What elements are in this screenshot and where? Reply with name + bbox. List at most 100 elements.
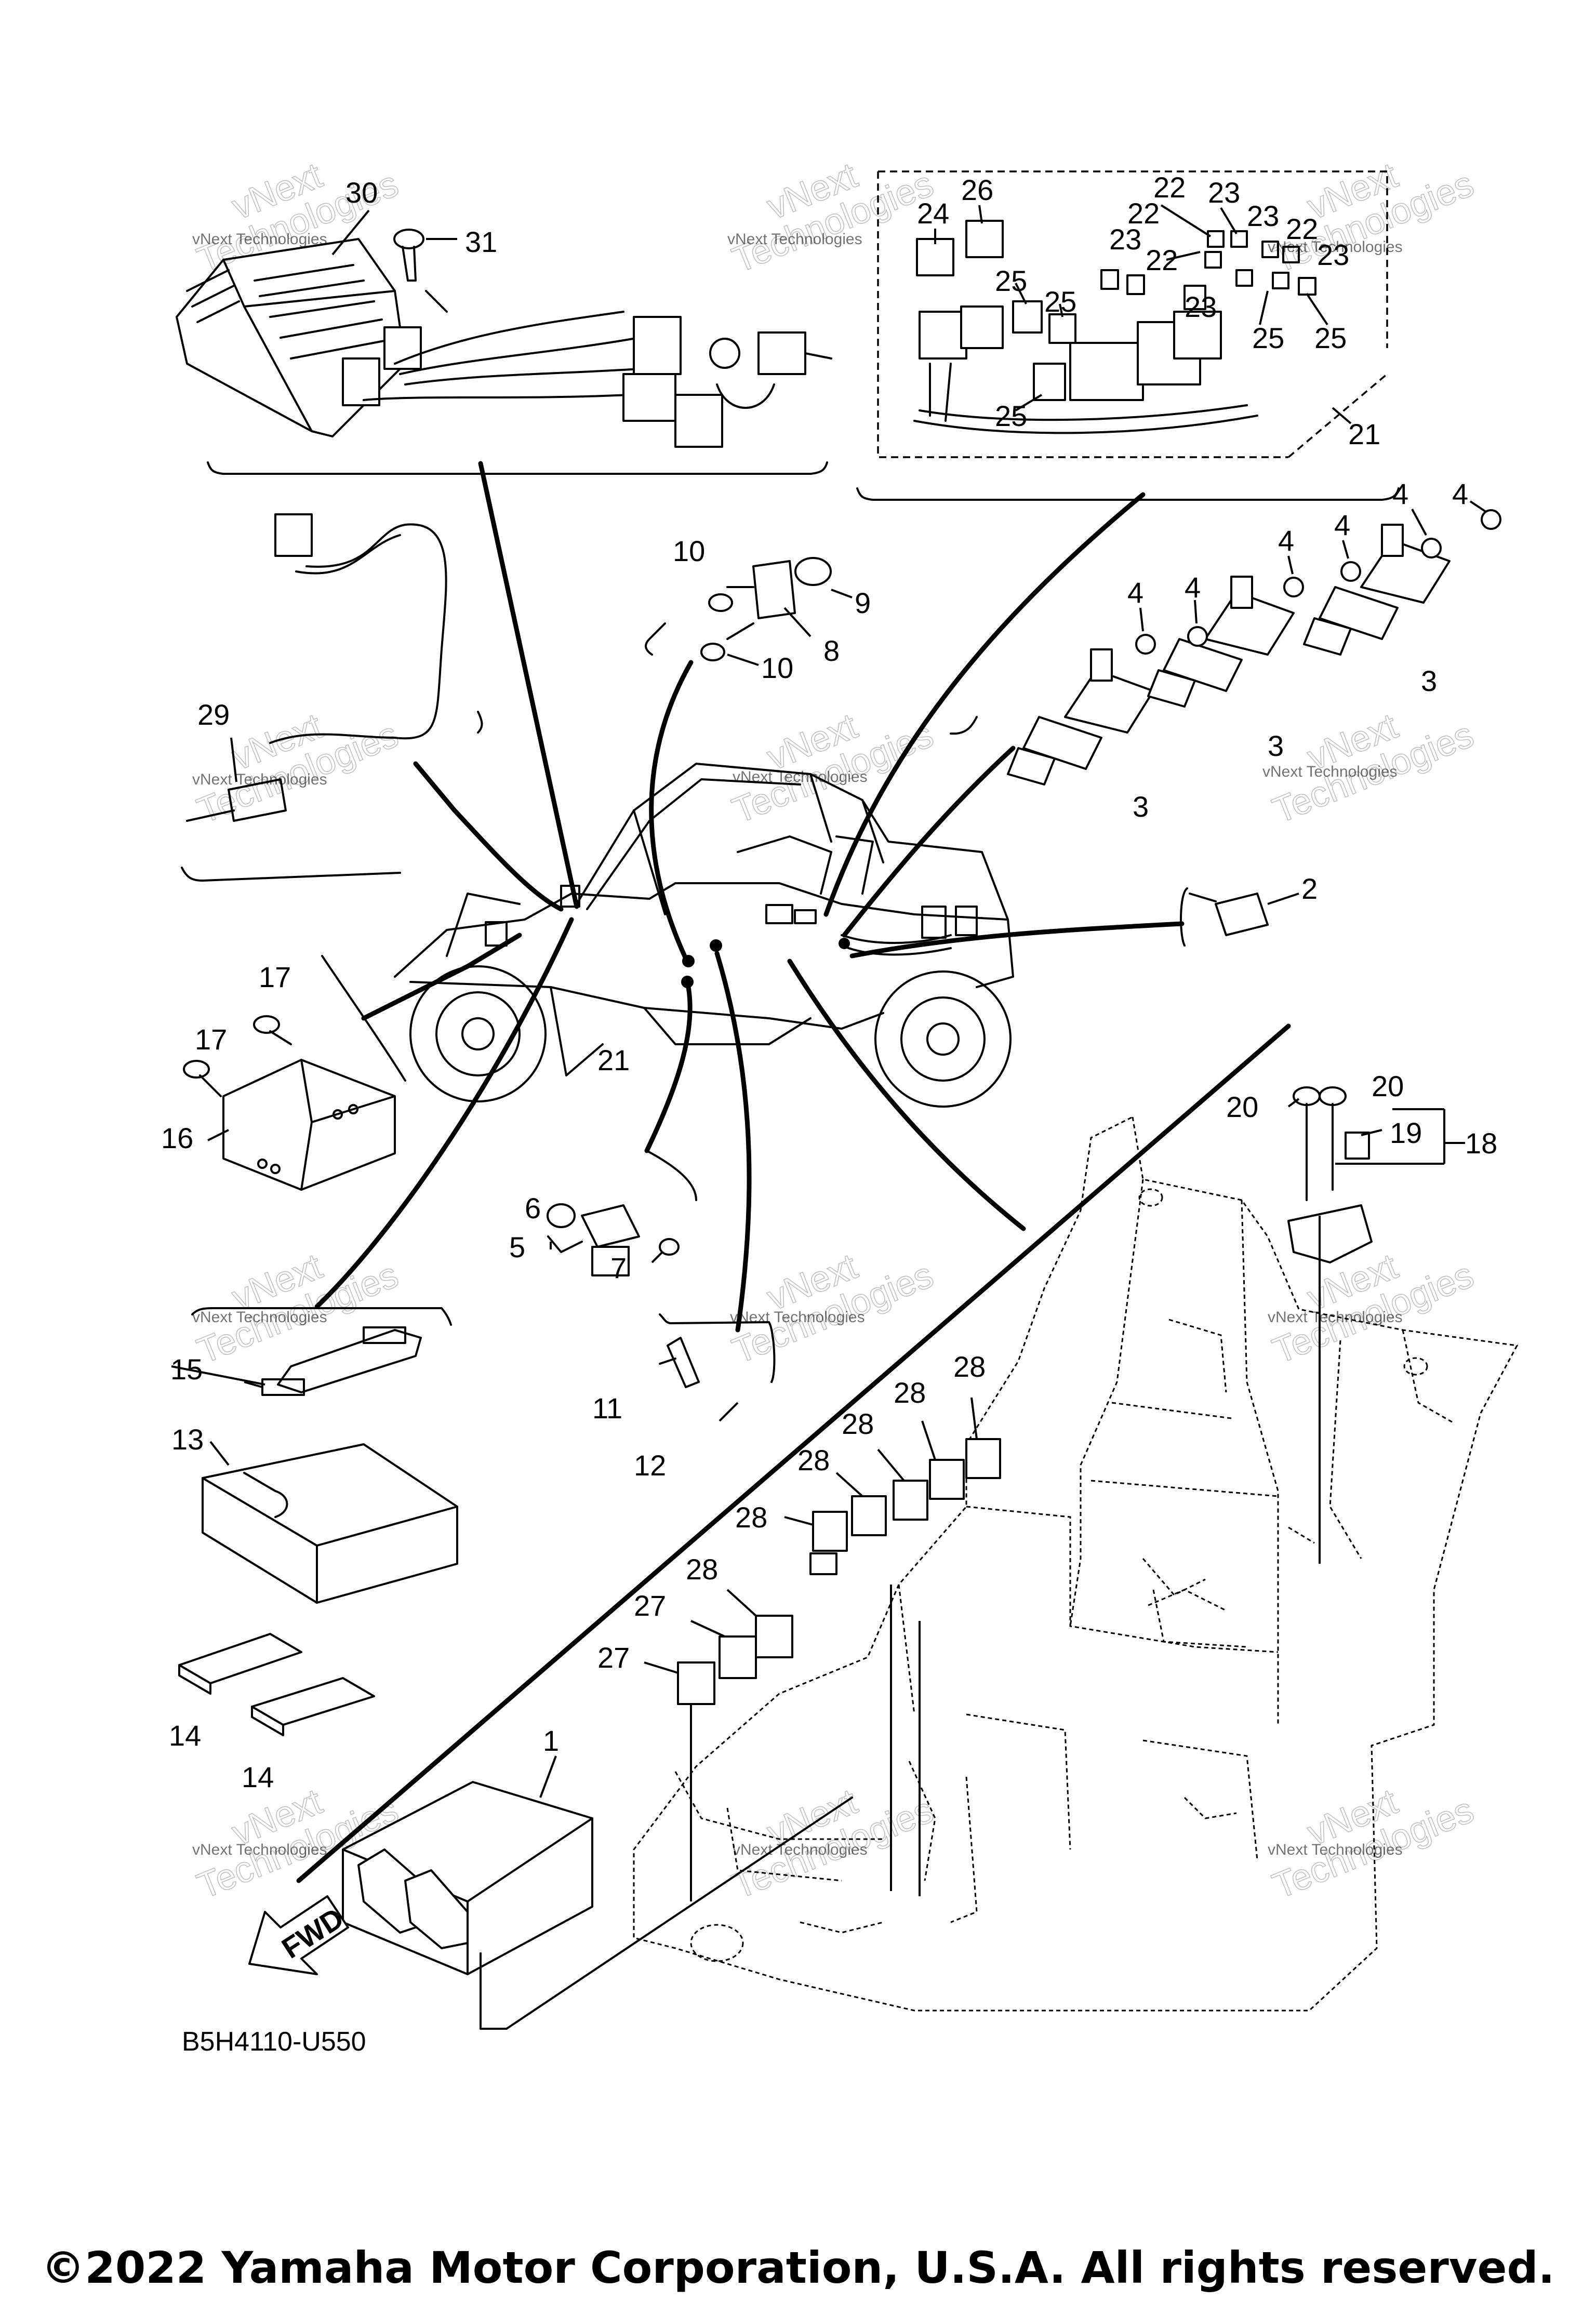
svg-text:vNext Technologies: vNext Technologies [1268, 238, 1403, 256]
callout-17: 17 [259, 961, 291, 993]
sensor-5 [547, 1150, 697, 1276]
callout-27: 27 [597, 1641, 630, 1674]
callout-10: 10 [673, 535, 705, 567]
callout-30: 30 [345, 176, 378, 209]
svg-text:vNext Technologies: vNext Technologies [1268, 1841, 1403, 1858]
callout-28: 28 [735, 1501, 767, 1534]
callout-4: 4 [1452, 477, 1468, 510]
callout-21: 21 [1348, 418, 1380, 450]
callout-13: 13 [171, 1423, 204, 1456]
callout-10: 10 [761, 651, 793, 684]
svg-text:vNext Technologies: vNext Technologies [730, 1309, 865, 1326]
callout-20: 20 [1226, 1090, 1258, 1123]
callout-22: 22 [1146, 244, 1178, 276]
callout-28: 28 [894, 1376, 926, 1409]
callout-25: 25 [995, 400, 1027, 432]
callout-22: 22 [1127, 197, 1160, 230]
relays-27 [644, 1585, 921, 1901]
callout-22: 22 [1153, 171, 1186, 204]
sensor-8 [645, 557, 853, 666]
callout-4: 4 [1392, 477, 1408, 510]
callout-25: 25 [1252, 322, 1284, 354]
bracket-ecu [207, 461, 828, 475]
watermark-small: vNext Technologies [192, 231, 327, 248]
callout-12: 12 [634, 1449, 666, 1482]
callout-28: 28 [797, 1444, 830, 1476]
svg-text:vNext Technologies: vNext Technologies [727, 231, 862, 248]
callout-23: 23 [1185, 290, 1217, 323]
callout-18: 18 [1465, 1127, 1497, 1160]
callout-8: 8 [823, 634, 840, 667]
ecu-unit-30 [176, 238, 832, 448]
callout-25: 25 [1044, 285, 1076, 318]
svg-text:vNext Technologies: vNext Technologies [192, 1841, 327, 1858]
bolts-4 [1135, 500, 1501, 655]
callout-23: 23 [1247, 199, 1279, 232]
callout-23: 23 [1109, 223, 1141, 256]
callout-6: 6 [525, 1192, 541, 1225]
sensor-2 [1180, 887, 1299, 947]
callout-26: 26 [961, 174, 993, 206]
callout-5: 5 [509, 1231, 525, 1263]
bolt-31 [393, 229, 457, 282]
callout-2: 2 [1301, 872, 1318, 905]
relay-16 [183, 955, 406, 1191]
battery-13 [202, 1441, 458, 1604]
callout-11: 11 [592, 1392, 622, 1425]
callout-28: 28 [842, 1407, 874, 1440]
callout-20: 20 [1372, 1070, 1404, 1102]
svg-text:vNext Technologies: vNext Technologies [192, 771, 327, 788]
callout-4: 4 [1127, 576, 1143, 609]
callout-19: 19 [1390, 1116, 1422, 1149]
callout-labels: 1 2 3 3 3 4 4 4 4 4 4 5 6 7 8 9 10 10 11… [161, 171, 1497, 1793]
injectors-3 [1007, 524, 1451, 786]
callout-9: 9 [855, 587, 871, 619]
callout-21: 21 [597, 1044, 630, 1076]
callout-28: 28 [686, 1553, 718, 1586]
relay-18 [1287, 1086, 1465, 1564]
svg-text:vNext Technologies: vNext Technologies [1268, 1309, 1403, 1326]
callout-4: 4 [1278, 524, 1294, 557]
diagram-code: B5H4110-U550 [182, 2027, 366, 2057]
svg-text:vNext Technologies: vNext Technologies [733, 768, 868, 786]
callout-16: 16 [161, 1122, 193, 1154]
svg-text:vNext Technologies: vNext Technologies [192, 1309, 327, 1326]
callout-24: 24 [917, 197, 949, 230]
callout-27: 27 [634, 1589, 666, 1622]
frame-chassis [633, 1115, 1519, 2012]
callout-31: 31 [465, 225, 497, 258]
callout-23: 23 [1208, 176, 1240, 209]
pad-14 [178, 1633, 375, 1736]
strap-15 [191, 1307, 452, 1396]
callout-22: 22 [1286, 212, 1318, 245]
callout-3: 3 [1133, 790, 1149, 823]
callout-14: 14 [169, 1719, 201, 1752]
callout-17: 17 [195, 1023, 227, 1056]
copyright-notice: ©2022 Yamaha Motor Corporation, U.S.A. A… [41, 2242, 1555, 2293]
callout-1: 1 [543, 1724, 559, 1757]
callout-3: 3 [1421, 664, 1437, 697]
vehicle-illustration [394, 763, 1014, 1108]
callout-4: 4 [1334, 509, 1350, 541]
callout-28: 28 [953, 1350, 986, 1383]
ecu-1 [342, 1755, 853, 2030]
bracket-injectors [950, 716, 978, 735]
callout-leaders [171, 204, 1328, 1386]
spark-plug-11 [659, 1313, 776, 1422]
callout-23: 23 [1317, 238, 1349, 271]
svg-text:vNext Technologies: vNext Technologies [733, 1841, 868, 1858]
relay-box-21-frame [856, 170, 1400, 501]
fwd-arrow-icon: FWD [248, 1895, 349, 1975]
callout-25: 25 [995, 264, 1027, 297]
svg-text:vNext Technologies: vNext Technologies [1262, 763, 1398, 780]
callout-29: 29 [197, 698, 230, 731]
relays-28 [784, 1397, 1001, 1575]
callout-25: 25 [1314, 322, 1347, 354]
sensor-29 [181, 513, 483, 882]
assembly-leader-lines [296, 461, 1291, 1883]
callout-7: 7 [610, 1252, 627, 1284]
callout-4: 4 [1185, 571, 1201, 604]
relay-box-21-parts [913, 220, 1316, 434]
callout-3: 3 [1268, 729, 1284, 762]
